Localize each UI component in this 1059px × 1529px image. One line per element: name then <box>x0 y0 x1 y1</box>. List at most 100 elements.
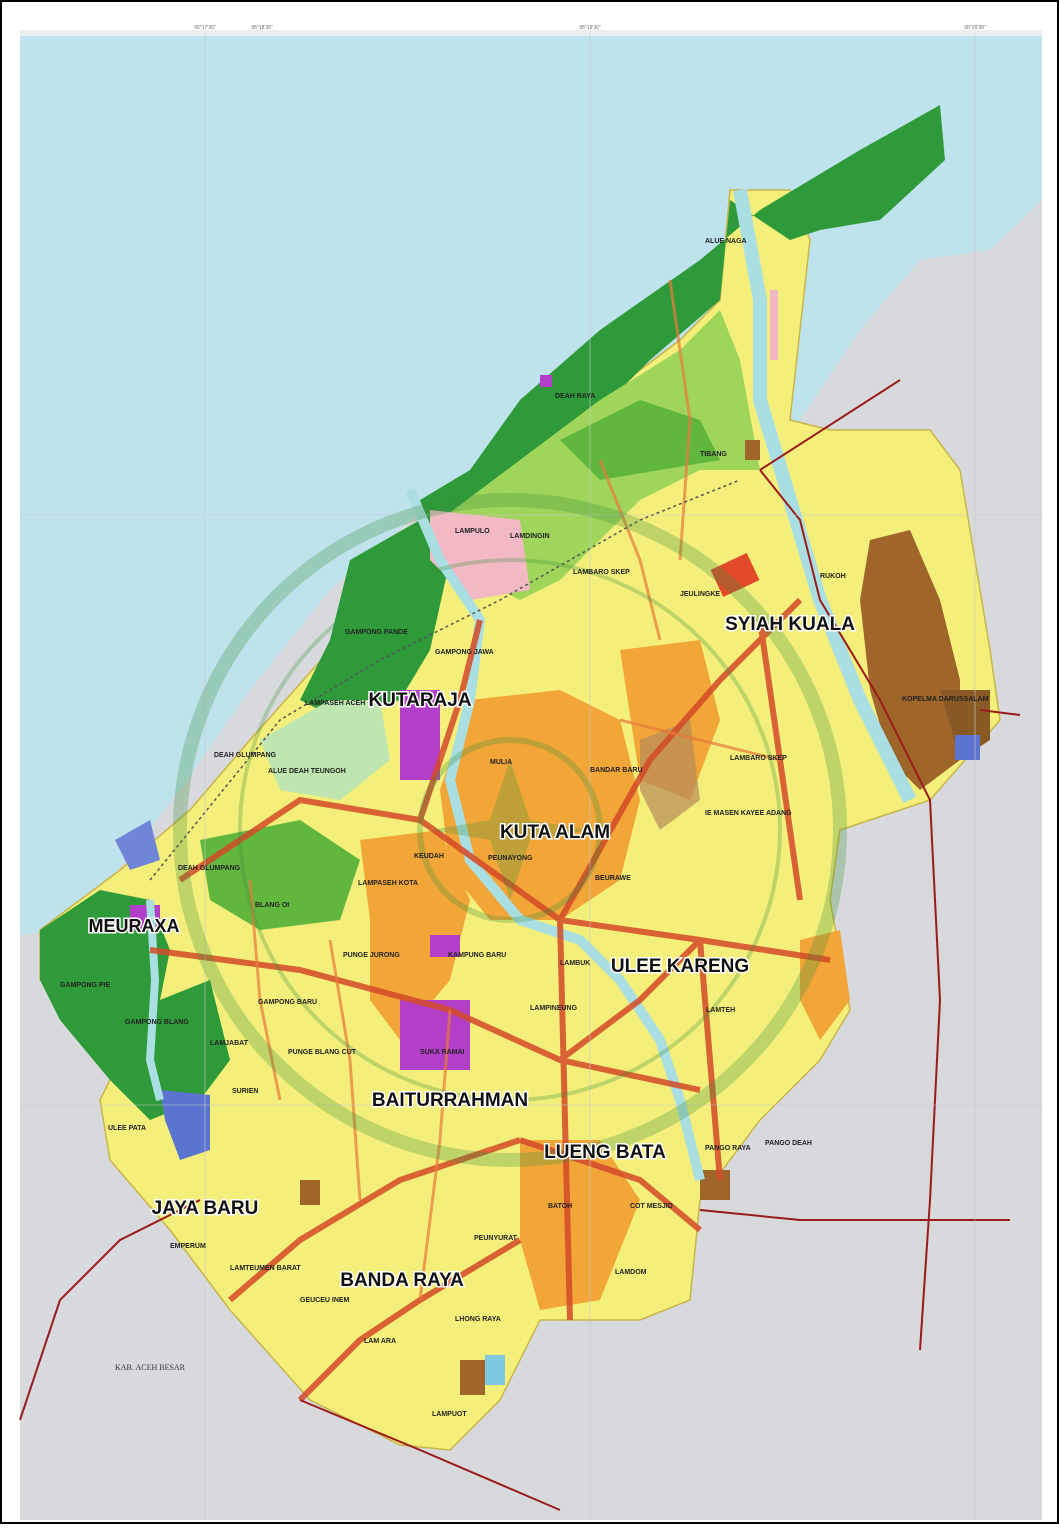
village-label: GAMPONG BLANG <box>125 1019 189 1026</box>
village-label: ALUE DEAH TEUNGOH <box>268 768 346 775</box>
village-label: COT MESJID <box>630 1203 673 1210</box>
pond-east <box>955 735 980 760</box>
village-label: GAMPONG PIE <box>60 982 111 989</box>
district-label-lueng-bata: LUENG BATA <box>544 1142 666 1163</box>
village-label: PUNGE JURONG <box>343 952 400 959</box>
commercial-core <box>440 690 640 920</box>
village-label: SUKA RAMAI <box>420 1049 465 1056</box>
grid-lines <box>20 32 1042 1520</box>
village-label: LAMBARO SKEP <box>573 569 630 576</box>
village-label: LAMJABAT <box>210 1040 249 1047</box>
pink-strip <box>770 290 778 360</box>
village-label: MULIA <box>490 759 512 766</box>
light-blue-block <box>485 1355 505 1385</box>
purple-block-kutaraja <box>400 690 440 780</box>
village-label: LAMPUOT <box>432 1411 467 1418</box>
village-label: PANGO RAYA <box>705 1145 751 1152</box>
village-label: LHONG RAYA <box>455 1316 501 1323</box>
district-label-kuta-alam: KUTA ALAM <box>500 822 610 843</box>
village-label: KEUDAH <box>414 853 444 860</box>
district-label-baiturrahman: BAITURRAHMAN <box>372 1090 528 1111</box>
village-label: GAMPONG JAWA <box>435 649 494 656</box>
village-label: EMPERUM <box>170 1243 206 1250</box>
red-block <box>710 552 760 598</box>
purple-block-north <box>540 375 552 387</box>
brown-block-lueng <box>700 1170 730 1200</box>
brown-block-south <box>460 1360 485 1395</box>
village-label: PANGO DEAH <box>765 1140 812 1147</box>
village-label: GAMPONG BARU <box>258 999 317 1006</box>
forest-kutaraja <box>300 520 450 720</box>
green-space-west <box>200 820 360 930</box>
brown-block-tibang <box>745 440 760 460</box>
river-west <box>145 899 164 1101</box>
purple-block-baiturrahman <box>400 1000 470 1070</box>
railway-line <box>149 479 741 881</box>
university-watermark <box>173 493 847 1167</box>
village-label: BEURAWE <box>595 875 631 882</box>
village-label: GEUCEU INEM <box>300 1297 350 1304</box>
district-labels: KUTARAJA SYIAH KUALA KUTA ALAM MEURAXA U… <box>87 613 857 1293</box>
village-label: KAMPUNG BARU <box>448 952 506 959</box>
village-label: LAMTEH <box>706 1007 735 1014</box>
grid-tick-label: 95°20'30" <box>964 25 986 31</box>
city-boundary <box>19 379 1021 1511</box>
village-label: LAMPASEH ACEH <box>305 700 365 707</box>
village-label: LAMDOM <box>615 1269 647 1276</box>
village-label: PEUNAYONG <box>488 855 533 862</box>
village-label: DEAH RAYA <box>555 393 595 400</box>
river-east <box>733 188 917 804</box>
grid-tick-labels: 95°17'30" 95°18'30" 95°19'30" 95°20'30" <box>194 25 986 31</box>
village-label: LAMTEUMEN BARAT <box>230 1265 301 1272</box>
village-label: DEAH GLUMPANG <box>214 752 277 759</box>
commercial-south <box>520 1140 640 1310</box>
district-label-kutaraja: KUTARAJA <box>368 690 471 711</box>
forest-meuraxa <box>40 890 230 1120</box>
pond-coast <box>115 820 160 870</box>
village-label: LAMDINGIN <box>510 533 550 540</box>
village-label: ULEE PATA <box>108 1125 146 1132</box>
brown-block-jaya <box>300 1180 320 1205</box>
village-label: GAMPONG PANDE <box>345 629 408 636</box>
grid-tick-label: 95°17'30" <box>194 25 216 31</box>
region-label-aceh-besar: KAB. ACEH BESAR <box>115 1363 186 1372</box>
village-label: PEUNYURAT <box>474 1235 518 1242</box>
purple-block-small <box>430 935 460 957</box>
village-label: LAMPINEUNG <box>530 1005 578 1012</box>
minor-roads <box>248 279 781 1301</box>
village-label: PUNGE BLANG CUT <box>288 1049 357 1056</box>
village-label: BLANG OI <box>255 902 289 909</box>
village-label: BANDAR BARU <box>590 767 643 774</box>
district-label-syiah-kuala: SYIAH KUALA <box>725 614 855 635</box>
district-label-jaya-baru: JAYA BARU <box>152 1198 259 1219</box>
district-label-ulee-kareng: ULEE KARENG <box>611 956 749 977</box>
village-label: KOPELMA DARUSSALAM <box>902 696 989 703</box>
campus-area <box>860 530 960 790</box>
green-light-west <box>260 700 390 800</box>
map-top-strip <box>20 30 1042 36</box>
district-label-meuraxa: MEURAXA <box>88 916 179 936</box>
village-label: IE MASEN KAYEE ADANG <box>705 810 792 817</box>
district-label-banda-raya: BANDA RAYA <box>340 1270 464 1291</box>
village-label: RUKOH <box>820 573 846 580</box>
village-label: SURIEN <box>232 1088 258 1095</box>
dotted-area <box>640 720 700 830</box>
pond-west <box>160 1090 210 1160</box>
village-label: LAMBUK <box>560 960 590 967</box>
village-label: TIBANG <box>700 451 727 458</box>
village-label: DEAH GLUMPANG <box>178 865 241 872</box>
village-label: LAMPASEH KOTA <box>358 880 418 887</box>
grid-tick-label: 95°18'30" <box>251 25 273 31</box>
village-label: LAMPULO <box>455 528 490 535</box>
commercial-west <box>360 830 470 1040</box>
village-labels: ALUE NAGA DEAH RAYA TIBANG LAMPULO LAMDI… <box>60 238 989 1418</box>
grid-tick-label: 95°19'30" <box>579 25 601 31</box>
river-aceh <box>405 488 705 1182</box>
village-label: BATOH <box>548 1203 572 1210</box>
village-label: JEULINGKE <box>680 591 720 598</box>
village-label: LAM ARA <box>364 1338 396 1345</box>
village-label: ALUE NAGA <box>705 238 747 245</box>
village-label: LAMBARO SKEP <box>730 755 787 762</box>
